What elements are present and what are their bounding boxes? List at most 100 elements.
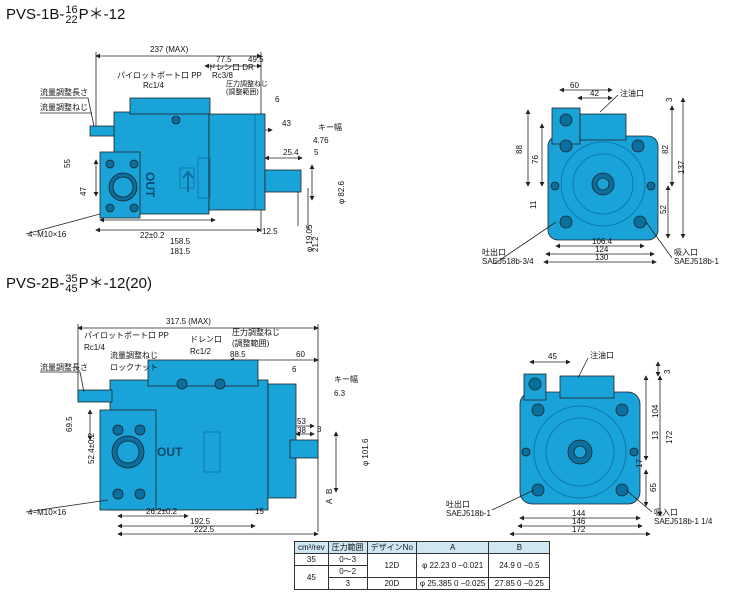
- cell-a: φ 22.23 0 −0.021: [415, 553, 490, 578]
- spec-header-disp: cm³/rev: [294, 541, 329, 554]
- pump1-front-view: [493, 87, 686, 265]
- p2-dim-3: 3: [317, 425, 322, 434]
- pump2-side-view: [25, 324, 339, 537]
- spec-table-header: cm³/rev 圧力範囲 デザインNo A B: [294, 541, 551, 554]
- model-title-1-suffix: P＊-12: [78, 6, 126, 23]
- p2-adj2: (調整範囲): [232, 338, 270, 348]
- cell-pressure: 0〜2: [327, 565, 368, 578]
- cell-disp: 35: [294, 553, 329, 566]
- p1f-dim-52: 52: [659, 205, 668, 214]
- p1f-dim-42: 42: [590, 89, 599, 98]
- p1-adj2: (調整範囲): [226, 87, 259, 96]
- p1f-dim-3: 3: [665, 97, 674, 102]
- p1-dim-181: 181.5: [170, 247, 191, 256]
- p2-adj: 圧力調整ねじ: [232, 327, 280, 337]
- p2-key-val: 6.3: [334, 389, 346, 398]
- p1-dim-55: 55: [63, 159, 72, 168]
- pump2-front-view: [491, 357, 663, 537]
- p2-dim-192: 192.5: [190, 517, 211, 526]
- p2-dim-max: 317.5 (MAX): [166, 317, 211, 326]
- model-title-1-bottom: 22: [65, 14, 78, 27]
- p2-dim-38: 38: [297, 426, 306, 435]
- p2f-dim-104: 104: [651, 404, 660, 418]
- p2f-dim-3: 3: [663, 369, 672, 374]
- p2-dim-15: 15: [255, 507, 264, 516]
- p1f-dim-106: 106.4: [592, 237, 613, 246]
- p1f-inlet-std: SAEJ518b-1: [674, 257, 719, 266]
- p2f-dim-172: 172: [572, 525, 586, 534]
- p2f-oil: 注油口: [590, 350, 614, 360]
- p1-dim-5: 5: [314, 148, 319, 157]
- cell-pressure: 3: [327, 577, 368, 590]
- p2-drain: ドレン口: [190, 335, 222, 344]
- p1f-oil: 注油口: [620, 88, 644, 98]
- pump1-front-labels: 60 42 88 76 11 3 82 137 52 106.4 124 130…: [482, 81, 719, 266]
- p2-pilot: パイロットポート口 PP: [84, 331, 169, 340]
- p1-dim-max: 237 (MAX): [150, 45, 189, 54]
- p1-dim-158: 158.5: [170, 237, 191, 246]
- p1f-dim-76: 76: [531, 155, 540, 164]
- p1-adj: 圧力調整ねじ: [226, 79, 268, 88]
- cell-disp: 45: [294, 565, 329, 590]
- p2-dim-6: 6: [292, 365, 297, 374]
- spec-header-a: A: [415, 541, 490, 554]
- spec-table: cm³/rev 圧力範囲 デザインNo A B 35 0〜3 12D φ 22.…: [294, 541, 551, 590]
- p2f-dim-144: 144: [572, 509, 586, 518]
- p1-key: キー幅: [318, 122, 342, 132]
- p2f-dim-172v: 172: [665, 430, 674, 444]
- cell-b: 24.9 0 −0.5: [488, 553, 551, 578]
- pump1-side-view: [25, 52, 315, 235]
- p2-dim-53: 53: [297, 417, 306, 426]
- p2f-dim-146: 146: [572, 517, 586, 526]
- p2-dim-69: 69.5: [65, 416, 74, 432]
- p1-dim-6: 6: [275, 95, 280, 104]
- cell-pressure: 0〜3: [327, 553, 368, 566]
- p2f-dim-17: 17: [635, 459, 644, 468]
- p1f-dim-82: 82: [661, 145, 670, 154]
- table-row: 3 20D φ 25.385 0 −0.025 27.85 0 −0.25: [295, 577, 551, 590]
- p1f-dim-60: 60: [570, 81, 579, 90]
- pump1-side-labels: 237 (MAX) 77.5 49.5 6 43 25.4 5 55 47 22…: [28, 45, 346, 256]
- p2-key: キー幅: [334, 374, 358, 384]
- p1f-inlet: 吸入口: [674, 248, 698, 257]
- p2f-dim-65: 65: [649, 483, 658, 492]
- p1-dim-82: φ 82.6: [337, 180, 346, 204]
- p2f-dim-45: 45: [548, 352, 557, 361]
- p1-bolts: 4−M10×16: [28, 230, 67, 239]
- p1-dim-19: φ 19.05: [305, 224, 314, 252]
- cell-b: 27.85 0 −0.25: [488, 577, 551, 590]
- table-row: 45 0〜2: [294, 565, 550, 590]
- p2-flow-screw: 流量調整ねじ: [110, 350, 158, 360]
- p1-dim-21: 21.2: [311, 236, 320, 252]
- p2f-dim-13: 13: [651, 431, 660, 440]
- p1-dim-12: 12.5: [262, 227, 278, 236]
- p2-dim-26: 26.2±0.2: [146, 507, 178, 516]
- model-title-2-top: 35: [65, 273, 78, 286]
- p1-drain-size: Rc3/8: [212, 71, 233, 80]
- p2-out: OUT: [157, 445, 183, 459]
- p1f-dim-130: 130: [595, 253, 609, 262]
- p1f-dim-137: 137: [677, 160, 686, 174]
- table-row: 35 0〜3 12D φ 22.23 0 −0.021 24.9 0 −0.5: [294, 553, 551, 578]
- model-title-2-suffix: P＊-12(20): [78, 275, 152, 292]
- p1-dim-25: 25.4: [283, 148, 299, 157]
- p1f-dim-88: 88: [515, 145, 524, 154]
- p2f-outlet-std: SAEJ518b-1: [446, 509, 491, 518]
- p2-dim-60: 60: [296, 350, 305, 359]
- p2-lock: ロックナット: [110, 363, 158, 372]
- p1-dim-22: 22±0.2: [140, 231, 165, 240]
- cell-design: 20D: [366, 577, 417, 590]
- p1f-dim-124: 124: [595, 245, 609, 254]
- p2-drain-size: Rc1/2: [190, 347, 211, 356]
- p2-pilot-size: Rc1/4: [84, 343, 105, 352]
- p2-col-A: A: [325, 498, 334, 504]
- p1f-dim-11: 11: [529, 200, 538, 209]
- spec-header-b: B: [488, 541, 551, 554]
- p1-flow-len: 流量調整長さ: [40, 87, 88, 97]
- p2-dim-222: 222.5: [194, 525, 215, 534]
- p1-out: OUT: [143, 172, 157, 198]
